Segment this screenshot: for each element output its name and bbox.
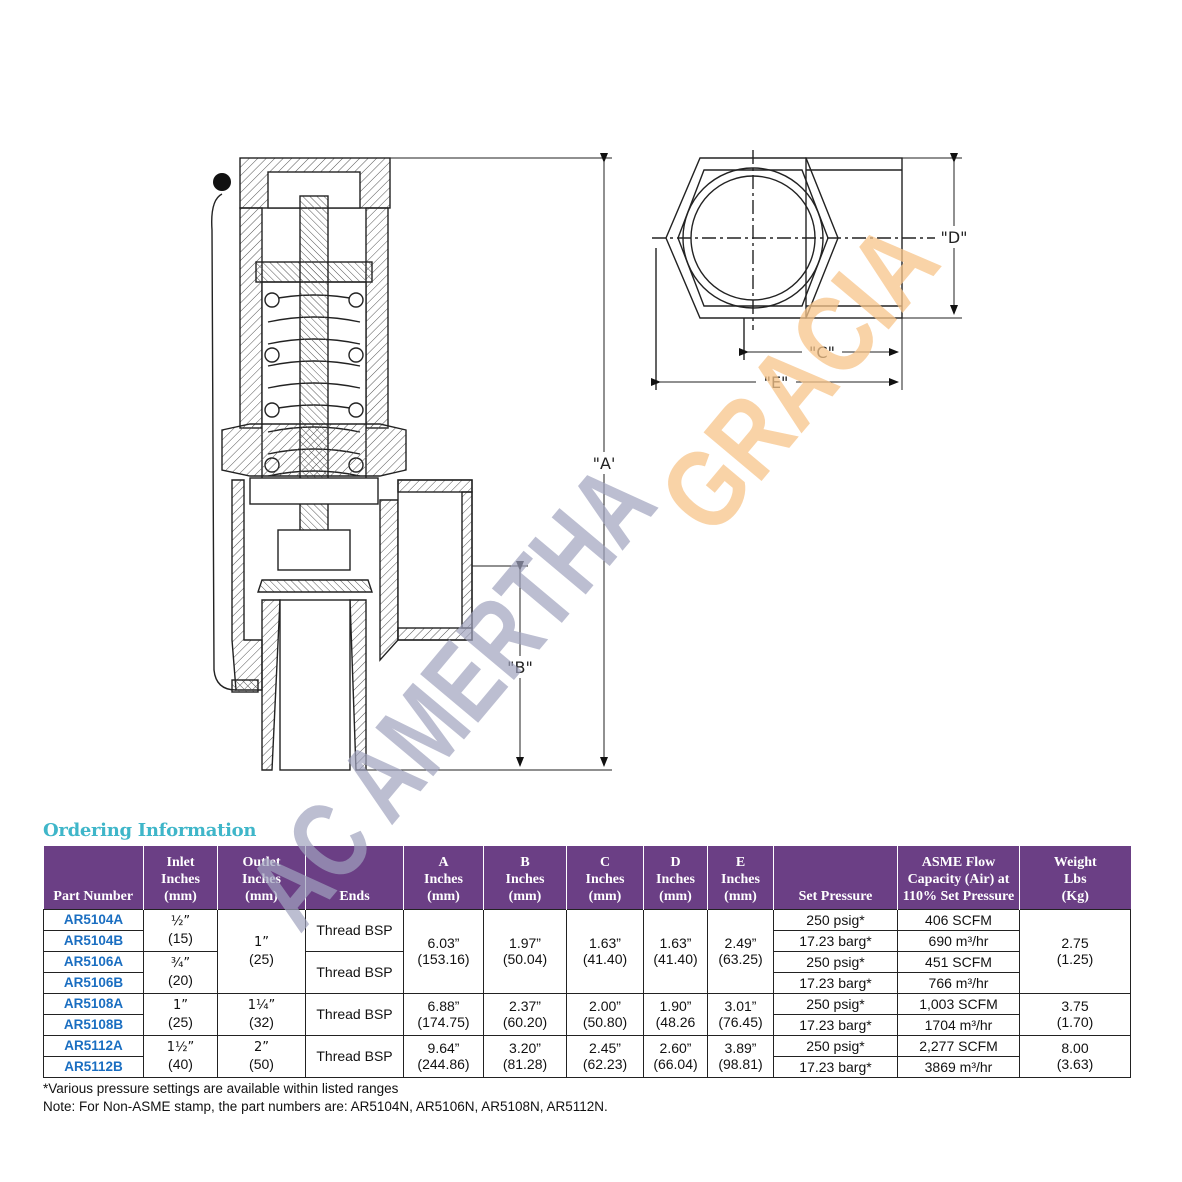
- dim-b: 1.97”(50.04): [483, 908, 567, 994]
- inlet-size: 1”(25): [143, 992, 218, 1036]
- outlet-size: 1”(25): [217, 908, 306, 994]
- dim-d: 2.60”(66.04): [643, 1034, 708, 1078]
- table-row: AR5106A ¾”(20) Thread BSP 250 psig* 451 …: [43, 950, 1131, 994]
- table-row: AR5104A ½”(15) 1”(25) Thread BSP 6.03”(1…: [43, 908, 1131, 994]
- weight: 2.75(1.25): [1019, 908, 1131, 994]
- table-row: AR5108A 1”(25) 1¼”(32) Thread BSP 6.88”(…: [43, 992, 1131, 1036]
- dimension-label-a: "A': [593, 454, 616, 473]
- footnote-pressure: *Various pressure settings are available…: [43, 1081, 399, 1096]
- dimension-label-d: "D": [940, 228, 967, 247]
- flow-capacity: 406 SCFM: [897, 908, 1020, 931]
- part-number: AR5112A: [43, 1034, 144, 1057]
- col-header-ends: Ends: [305, 846, 404, 909]
- dim-e: 3.01”(76.45): [707, 992, 774, 1036]
- flow-capacity: 3869 m³/hr: [897, 1055, 1020, 1078]
- part-number: AR5104A: [43, 908, 144, 931]
- dim-a: 9.64”(244.86): [403, 1034, 484, 1078]
- weight: 3.75(1.70): [1019, 992, 1131, 1036]
- set-pressure: 17.23 barg*: [773, 929, 898, 952]
- table-row: AR5112B 17.23 barg* 3869 m³/hr: [43, 1055, 1131, 1078]
- valve-technical-drawing: "A' "B" "D" "C" "E": [211, 150, 968, 771]
- part-number: AR5108A: [43, 992, 144, 1015]
- dim-b: 2.37”(60.20): [483, 992, 567, 1036]
- part-number: AR5104B: [43, 929, 144, 952]
- dim-e: 2.49”(63.25): [707, 908, 774, 994]
- dim-b: 3.20”(81.28): [483, 1034, 567, 1078]
- flow-capacity: 2,277 SCFM: [897, 1034, 1020, 1057]
- set-pressure: 17.23 barg*: [773, 971, 898, 994]
- col-header-part-number: Part Number: [43, 846, 144, 909]
- valve-section-view: [211, 157, 473, 771]
- dimension-label-e: "E": [764, 373, 789, 392]
- set-pressure: 250 psig*: [773, 908, 898, 931]
- ends-type: Thread BSP: [305, 1034, 404, 1078]
- footnote-non-asme: Note: For Non-ASME stamp, the part numbe…: [43, 1099, 608, 1114]
- part-number: AR5106A: [43, 950, 144, 973]
- ends-type: Thread BSP: [305, 950, 404, 994]
- inlet-size: ½”(15): [143, 908, 218, 952]
- outlet-size: 2”(50): [217, 1034, 306, 1078]
- weight: 8.00(3.63): [1019, 1034, 1131, 1078]
- table-row: AR5112A 1½”(40) 2”(50) Thread BSP 9.64”(…: [43, 1034, 1131, 1078]
- flow-capacity: 690 m³/hr: [897, 929, 1020, 952]
- dimension-label-b: "B": [507, 658, 533, 677]
- inlet-size: ¾”(20): [143, 950, 218, 994]
- set-pressure: 250 psig*: [773, 992, 898, 1015]
- seal-icon: [213, 173, 231, 191]
- flow-capacity: 766 m³/hr: [897, 971, 1020, 994]
- part-number: AR5106B: [43, 971, 144, 994]
- set-pressure: 17.23 barg*: [773, 1013, 898, 1036]
- col-header-set-pressure: Set Pressure: [773, 846, 898, 909]
- dim-d: 1.63”(41.40): [643, 908, 708, 994]
- table-row: AR5106B 17.23 barg* 766 m³/hr: [43, 971, 1131, 994]
- set-pressure: 17.23 barg*: [773, 1055, 898, 1078]
- ends-type: Thread BSP: [305, 908, 404, 952]
- part-number: AR5108B: [43, 1013, 144, 1036]
- flow-capacity: 451 SCFM: [897, 950, 1020, 973]
- table-row: AR5108B 17.23 barg* 1704 m³/hr: [43, 1013, 1131, 1036]
- dim-a: 6.03”(153.16): [403, 908, 484, 994]
- ordering-information-heading: Ordering Information: [43, 820, 257, 841]
- part-number: AR5112B: [43, 1055, 144, 1078]
- set-pressure: 250 psig*: [773, 950, 898, 973]
- dimension-label-c: "C": [809, 343, 835, 362]
- flow-capacity: 1,003 SCFM: [897, 992, 1020, 1015]
- dim-c: 2.00”(50.80): [566, 992, 644, 1036]
- flow-capacity: 1704 m³/hr: [897, 1013, 1020, 1036]
- dim-e: 3.89”(98.81): [707, 1034, 774, 1078]
- outlet-size: 1¼”(32): [217, 992, 306, 1036]
- dim-d: 1.90”(48.26: [643, 992, 708, 1036]
- dim-c: 1.63”(41.40): [566, 908, 644, 994]
- valve-end-view: [652, 150, 960, 390]
- table-notes: *Various pressure settings are available…: [43, 1080, 608, 1116]
- ends-type: Thread BSP: [305, 992, 404, 1036]
- set-pressure: 250 psig*: [773, 1034, 898, 1057]
- dim-c: 2.45”(62.23): [566, 1034, 644, 1078]
- inlet-size: 1½”(40): [143, 1034, 218, 1078]
- dim-a: 6.88”(174.75): [403, 992, 484, 1036]
